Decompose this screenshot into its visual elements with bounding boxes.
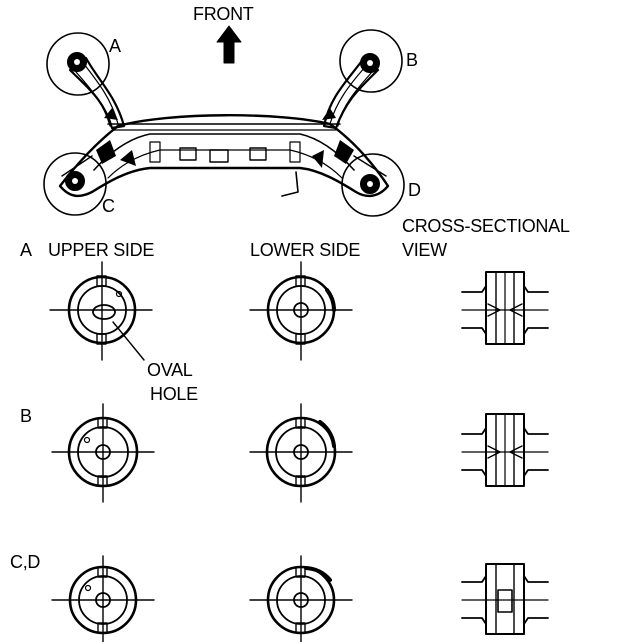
corner-label-c: C — [102, 196, 115, 216]
oval-hole-label-line1: OVAL — [147, 360, 193, 380]
oval-hole-label-line2: HOLE — [150, 384, 198, 404]
oval-hole-leader-line — [112, 321, 145, 361]
front-arrow-icon — [216, 25, 242, 64]
bushing-circle-a — [46, 32, 110, 96]
corner-label-d: D — [408, 180, 421, 200]
corner-label-b: B — [406, 50, 418, 70]
row-b-lower-view — [249, 403, 353, 503]
corner-label-a: A — [109, 36, 121, 56]
column-header-cross-section-line2: VIEW — [402, 240, 447, 260]
row-b-upper-view — [51, 403, 155, 503]
row-label-b: B — [20, 406, 32, 426]
bushing-circle-d — [341, 153, 405, 217]
column-header-cross-section-line1: CROSS-SECTIONAL — [402, 216, 570, 236]
row-label-a: A — [20, 240, 32, 260]
row-b-cross-section — [461, 413, 549, 487]
bushing-circle-b — [339, 29, 403, 93]
row-cd-lower-view — [249, 555, 353, 642]
front-label: FRONT — [193, 4, 254, 24]
row-a-lower-view — [249, 261, 353, 361]
row-a-cross-section — [461, 271, 549, 345]
row-cd-cross-section — [461, 563, 549, 635]
column-header-upper-side: UPPER SIDE — [48, 240, 155, 260]
column-header-lower-side: LOWER SIDE — [250, 240, 361, 260]
crossmember-subframe — [43, 29, 405, 217]
row-a-upper-view — [49, 261, 153, 361]
row-label-cd: C,D — [10, 552, 41, 572]
row-cd-upper-view — [51, 555, 155, 642]
